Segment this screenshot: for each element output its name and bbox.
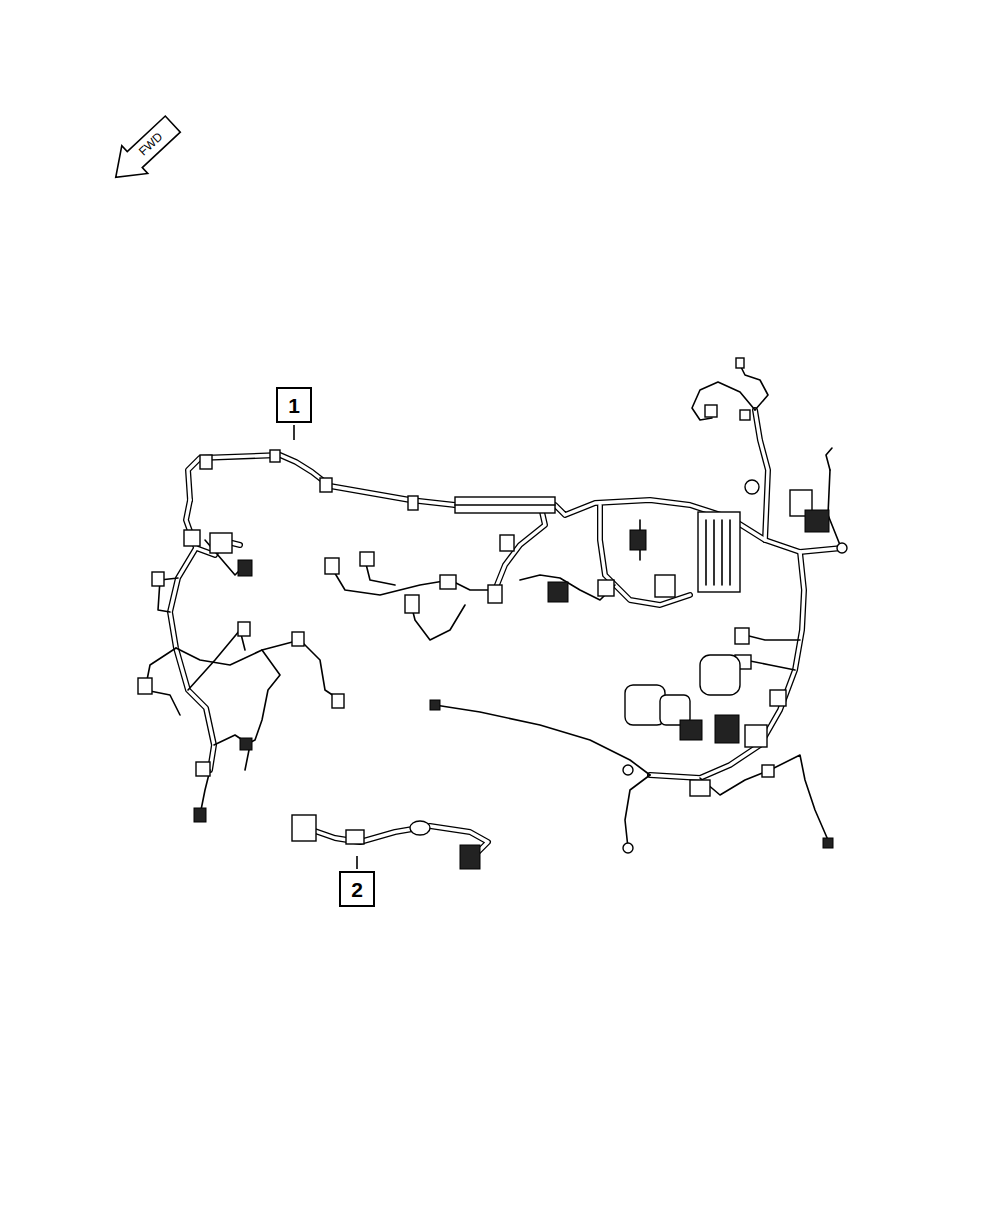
callout-number: 2 (351, 879, 363, 900)
forward-arrow (103, 110, 186, 191)
callout-number: 1 (288, 395, 300, 416)
callout-box: 1 (276, 387, 312, 423)
main-harness (138, 358, 847, 853)
leader-lines (294, 425, 357, 869)
callout-box: 2 (339, 871, 375, 907)
jumper-harness (292, 815, 488, 869)
